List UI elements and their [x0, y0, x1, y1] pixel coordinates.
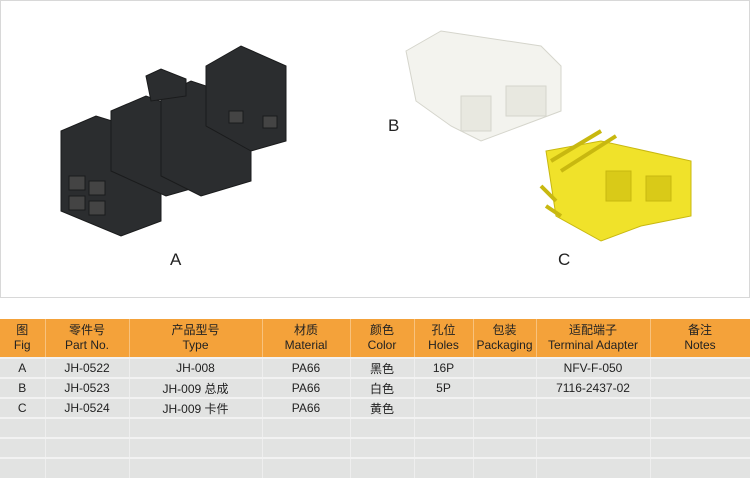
header-cn: 包装 — [492, 323, 517, 337]
table-cell: JH-009 总成 — [129, 377, 263, 398]
table-cell — [414, 457, 474, 478]
connector-images — [60, 30, 692, 242]
figure-label-b: B — [388, 116, 400, 135]
header-en: Holes — [428, 338, 459, 352]
header-cn: 图 — [16, 323, 29, 337]
table-cell: JH-0522 — [45, 357, 130, 378]
table-cell — [650, 357, 750, 378]
table-cell — [473, 457, 537, 478]
table-cell — [473, 417, 537, 438]
header-cn: 适配端子 — [568, 323, 617, 337]
table-cell: PA66 — [262, 397, 351, 418]
table-cell — [536, 397, 651, 418]
table-cell — [262, 417, 351, 438]
table-cell: 5P — [414, 377, 474, 398]
table-cell — [262, 457, 351, 478]
table-cell — [536, 457, 651, 478]
table-cell: 16P — [414, 357, 474, 378]
table-cell — [650, 377, 750, 398]
table-cell — [536, 417, 651, 438]
table-cell — [536, 437, 651, 458]
table-cell — [473, 377, 537, 398]
header-en: Notes — [684, 338, 716, 352]
table-cell: JH-008 — [129, 357, 263, 378]
table-cell — [473, 397, 537, 418]
table-cell: 黑色 — [350, 357, 415, 378]
header-cn: 备注 — [687, 323, 712, 337]
table-cell: JH-0523 — [45, 377, 130, 398]
header-cn: 零件号 — [68, 323, 105, 337]
table-cell — [0, 417, 46, 438]
table-cell — [129, 437, 263, 458]
table-cell — [0, 437, 46, 458]
table-cell: C — [0, 397, 46, 418]
header-en: Color — [367, 338, 397, 352]
figure-label-c: C — [558, 250, 571, 269]
table-cell — [45, 437, 130, 458]
table-cell — [650, 457, 750, 478]
table-cell — [129, 457, 263, 478]
connector-a-image — [60, 45, 287, 237]
table-cell: 7116-2437-02 — [536, 377, 651, 398]
product-photo-area: A B C — [0, 0, 750, 298]
connector-c-image — [539, 129, 692, 242]
header-en: Part No. — [64, 338, 109, 352]
table-cell — [650, 397, 750, 418]
table-row — [0, 457, 750, 478]
table-cell — [473, 437, 537, 458]
table-cell — [262, 437, 351, 458]
table-cell: 黄色 — [350, 397, 415, 418]
header-en: Terminal Adapter — [547, 338, 639, 352]
table-cell — [350, 437, 415, 458]
table-cell — [473, 357, 537, 378]
header-en: Type — [182, 338, 209, 352]
header-cn: 颜色 — [369, 323, 394, 337]
table-cell — [414, 417, 474, 438]
header-cn: 材质 — [293, 323, 318, 337]
table-cell: PA66 — [262, 357, 351, 378]
header-en: Fig — [13, 338, 31, 352]
table-row — [0, 437, 750, 458]
table-cell: NFV-F-050 — [536, 357, 651, 378]
table-cell — [129, 417, 263, 438]
table-cell: B — [0, 377, 46, 398]
table-cell: JH-009 卡件 — [129, 397, 263, 418]
header-en: Material — [284, 338, 328, 352]
table-cell — [45, 457, 130, 478]
header-cn: 孔位 — [431, 323, 456, 337]
table-cell: PA66 — [262, 377, 351, 398]
table-cell: JH-0524 — [45, 397, 130, 418]
table-cell: A — [0, 357, 46, 378]
header-cn: 产品型号 — [171, 323, 220, 337]
connector-b-image — [405, 30, 562, 142]
table-cell — [650, 417, 750, 438]
header-en: Packaging — [476, 338, 533, 352]
table-cell — [650, 437, 750, 458]
table-cell: 白色 — [350, 377, 415, 398]
table-cell — [414, 397, 474, 418]
table-cell — [45, 417, 130, 438]
table-cell — [414, 437, 474, 458]
table-cell — [350, 457, 415, 478]
table-cell — [0, 457, 46, 478]
table-row — [0, 417, 750, 438]
figure-label-a: A — [170, 250, 182, 269]
table-cell — [350, 417, 415, 438]
